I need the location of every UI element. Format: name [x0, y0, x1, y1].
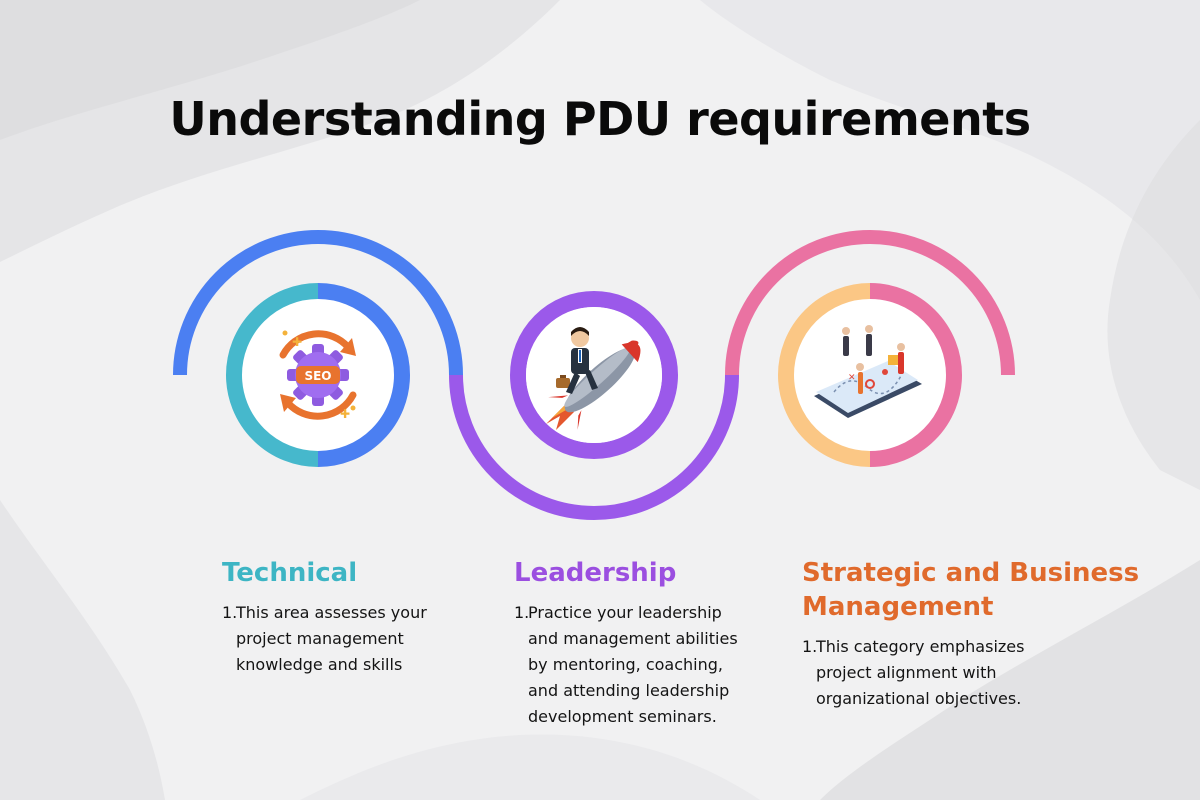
wave-arc-technical-top — [173, 230, 463, 376]
leadership-section: Leadership 1. Practice your leadership a… — [514, 556, 754, 730]
list-item: 1. This category emphasizes project alig… — [802, 634, 1052, 712]
leadership-node — [510, 291, 678, 459]
list-number: 1. — [514, 603, 530, 622]
svg-text:✚: ✚ — [292, 335, 302, 349]
list-item: 1. This area assesses your project manag… — [222, 600, 452, 678]
strategic-description: This category emphasizes project alignme… — [816, 637, 1025, 708]
technical-node: SEO ✚ ✚ — [226, 283, 410, 467]
technical-description: This area assesses your project manageme… — [236, 603, 427, 674]
leadership-description: Practice your leadership and management … — [528, 603, 738, 726]
svg-text:✕: ✕ — [848, 373, 856, 383]
technical-section: Technical 1. This area assesses your pro… — [222, 556, 462, 678]
strategic-section: Strategic and Business Management 1. Thi… — [802, 556, 1182, 712]
businessman-rocket-icon — [546, 327, 641, 430]
list-number: 1. — [802, 637, 818, 656]
svg-text:✚: ✚ — [340, 407, 350, 421]
list-number: 1. — [222, 603, 238, 622]
seo-gear-icon: SEO ✚ ✚ — [279, 330, 357, 421]
strategic-list: 1. This category emphasizes project alig… — [802, 634, 1052, 712]
leadership-list: 1. Practice your leadership and manageme… — [514, 600, 744, 730]
wave-arc-strategic-top — [725, 230, 1015, 376]
technical-heading: Technical — [222, 558, 358, 588]
page-title: Understanding PDU requirements — [169, 92, 1031, 146]
list-item: 1. Practice your leadership and manageme… — [514, 600, 744, 730]
team-strategy-board-icon: ✕ — [814, 325, 922, 418]
seo-badge: SEO — [304, 369, 331, 383]
wave-arc-leadership-bottom — [449, 374, 739, 520]
strategic-node: ✕ — [778, 283, 962, 467]
technical-list: 1. This area assesses your project manag… — [222, 600, 452, 678]
leadership-heading: Leadership — [514, 558, 677, 588]
strategic-heading: Strategic and Business Management — [802, 558, 1140, 622]
